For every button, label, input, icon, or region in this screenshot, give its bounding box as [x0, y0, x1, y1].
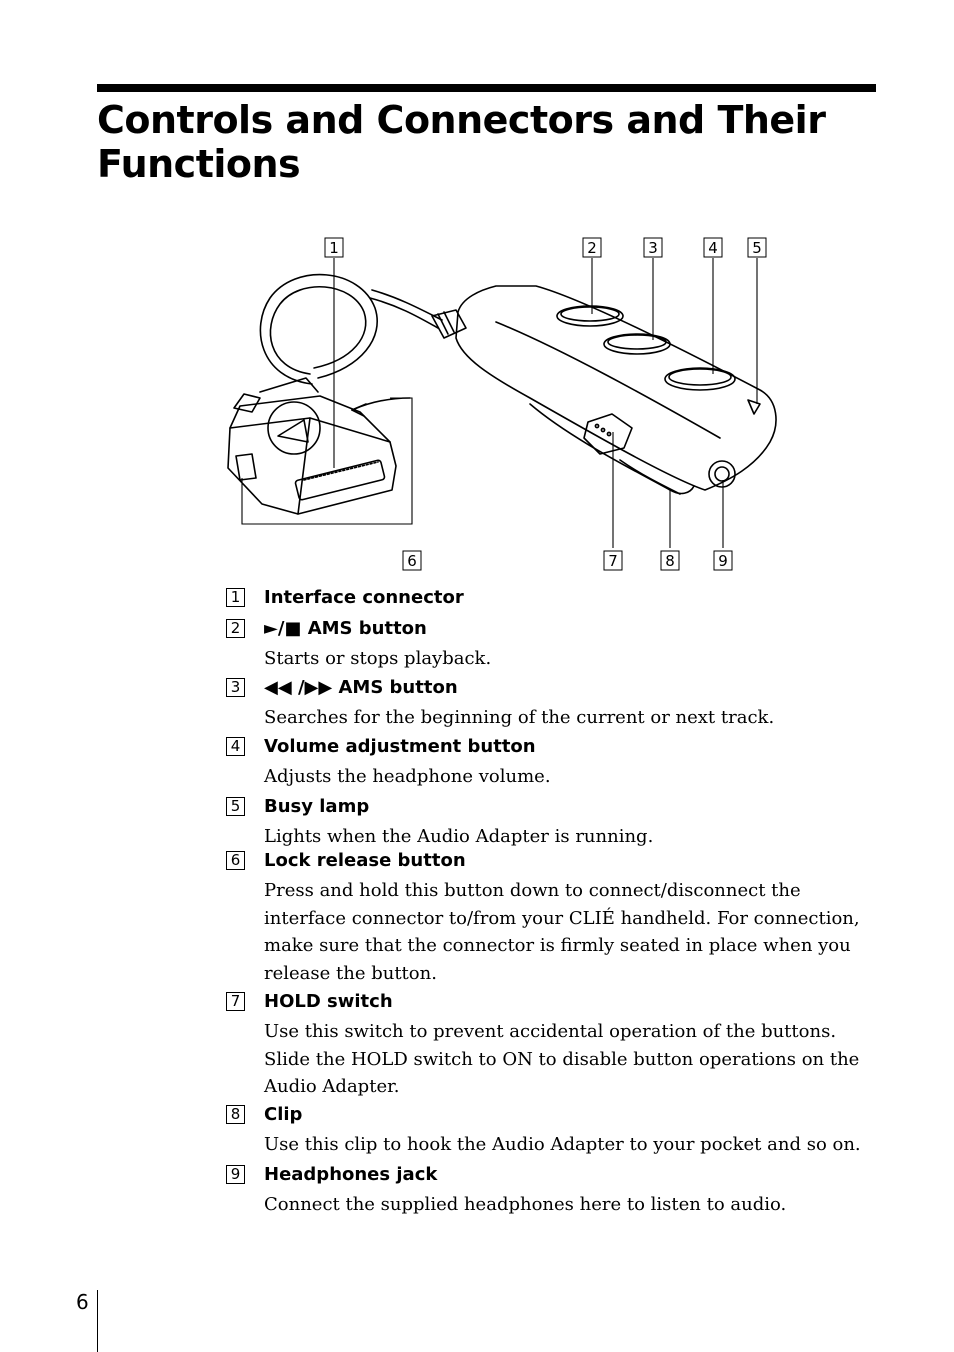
item-heading: ◀◀ /▶▶ AMS button — [264, 677, 458, 698]
svg-text:9: 9 — [718, 552, 728, 570]
item-heading: ►/■ AMS button — [264, 618, 427, 639]
ams-button — [603, 333, 671, 355]
item-number: 4 — [226, 737, 245, 756]
clip — [529, 403, 695, 495]
cable-to-body — [369, 297, 439, 329]
svg-text:4: 4 — [708, 239, 718, 257]
page-title: Controls and Connectors and Their Functi… — [97, 98, 826, 186]
item-number: 8 — [226, 1105, 245, 1124]
item-description: Starts or stops playback. — [264, 648, 492, 669]
svg-text:6: 6 — [407, 552, 417, 570]
item-heading: Volume adjustment button — [264, 736, 536, 757]
title-rule — [97, 84, 876, 92]
svg-text:3: 3 — [648, 239, 658, 257]
audio-adapter-illustration: 1 2 3 4 5 6 7 8 9 — [227, 237, 777, 571]
leader-6 — [241, 397, 413, 525]
item-heading: HOLD switch — [264, 991, 393, 1012]
page-margin-rule — [97, 1290, 98, 1352]
item-heading: Busy lamp — [264, 796, 370, 817]
svg-text:1: 1 — [329, 239, 339, 257]
item-number: 1 — [226, 588, 245, 607]
callout-5: 5 — [747, 237, 767, 258]
callout-4: 4 — [703, 237, 723, 258]
item-number: 2 — [226, 619, 245, 638]
item-description: Adjusts the headphone volume. — [264, 766, 551, 787]
page-number: 6 — [76, 1290, 89, 1314]
callout-7: 7 — [603, 550, 623, 571]
item-heading: Lock release button — [264, 850, 466, 871]
cable-loop-inner — [269, 285, 367, 375]
item-number: 7 — [226, 992, 245, 1011]
headphones-jack — [708, 460, 736, 488]
callout-2: 2 — [582, 237, 602, 258]
hold-switch — [583, 413, 633, 455]
interface-connector — [227, 395, 397, 515]
callout-9: 9 — [713, 550, 733, 571]
adapter-body — [455, 285, 777, 491]
item-number: 6 — [226, 851, 245, 870]
item-description: Connect the supplied headphones here to … — [264, 1194, 787, 1215]
callout-3: 3 — [643, 237, 663, 258]
item-number: 5 — [226, 797, 245, 816]
svg-text:7: 7 — [608, 552, 618, 570]
play-stop-button — [556, 305, 624, 327]
item-description: Use this clip to hook the Audio Adapter … — [264, 1134, 861, 1155]
callout-6: 6 — [402, 550, 422, 571]
volume-button — [664, 367, 736, 391]
callout-1: 1 — [324, 237, 344, 258]
callout-8: 8 — [660, 550, 680, 571]
item-heading: Interface connector — [264, 587, 464, 608]
svg-text:5: 5 — [752, 239, 762, 257]
svg-text:2: 2 — [587, 239, 597, 257]
item-description: Press and hold this button down to conne… — [264, 880, 860, 984]
item-number: 3 — [226, 678, 245, 697]
busy-lamp — [747, 399, 761, 415]
callout-labels: 1 2 3 4 5 6 7 8 9 — [324, 237, 767, 571]
cable-loop — [259, 273, 378, 385]
item-description: Searches for the beginning of the curren… — [264, 707, 775, 728]
item-description: Lights when the Audio Adapter is running… — [264, 826, 654, 847]
item-description: Use this switch to prevent accidental op… — [264, 1021, 860, 1097]
item-heading: Clip — [264, 1104, 303, 1125]
item-heading: Headphones jack — [264, 1164, 438, 1185]
item-number: 9 — [226, 1165, 245, 1184]
svg-text:8: 8 — [665, 552, 675, 570]
